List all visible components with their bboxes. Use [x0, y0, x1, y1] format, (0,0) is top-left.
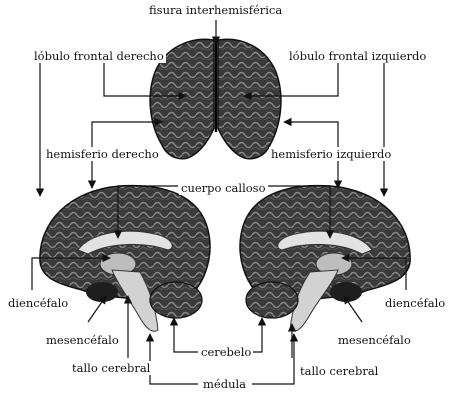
arrow-medulla-right — [252, 333, 299, 385]
leader-lines — [31, 20, 407, 385]
arrow-hemi-left — [283, 117, 339, 150]
midbrain-shadow-right — [330, 282, 362, 302]
label-diencephalon-right: diencéfalo — [383, 296, 448, 310]
label-interhemispheric-fissure: fisura interhemisférica — [147, 3, 285, 17]
label-medulla: médula — [201, 377, 249, 391]
label-corpus-callosum: cuerpo calloso — [179, 181, 268, 195]
arrow-dien-left — [31, 253, 111, 290]
arrow-corpus-left — [113, 185, 178, 239]
cerebellum-left — [149, 281, 203, 319]
sagittal-brain-left — [39, 184, 211, 332]
label-midbrain-left: mesencéfalo — [44, 333, 121, 347]
cerebellum-right — [245, 281, 299, 319]
arrow-frontal-right — [103, 62, 187, 101]
brainstem-left — [111, 269, 159, 332]
arrow-medulla-left — [145, 333, 198, 385]
left-hemisphere-front — [217, 38, 282, 160]
cortex-right — [239, 184, 411, 308]
frontal-brain-view — [149, 38, 282, 160]
arrow-mes-left — [87, 295, 107, 323]
cortex-left — [39, 184, 211, 308]
arrow-hemi-right — [91, 117, 163, 150]
label-midbrain-right: mesencéfalo — [336, 333, 413, 347]
midbrain-shadow-left — [86, 282, 118, 302]
label-diencephalon-left: diencéfalo — [6, 296, 71, 310]
label-frontal-lobe-left: lóbulo frontal izquierdo — [287, 49, 429, 63]
arrow-frontal-left — [243, 62, 339, 101]
label-hemisphere-left: hemisferio izquierdo — [269, 147, 394, 161]
label-hemisphere-right: hemisferio derecho — [44, 147, 161, 161]
arrow-mes-right — [343, 295, 363, 323]
label-brainstem-left: tallo cerebral — [70, 361, 153, 375]
corpus-callosum-left — [77, 230, 173, 255]
arrow-cerebellum-left — [169, 317, 198, 353]
brainstem-right — [289, 269, 339, 332]
arrow-cerebellum-right — [250, 317, 267, 353]
corpus-callosum-right — [277, 230, 373, 255]
arrow-dien-right — [341, 253, 407, 290]
label-brainstem-right: tallo cerebral — [298, 364, 381, 378]
label-cerebellum: cerebelo — [199, 345, 254, 359]
sagittal-brain-right — [239, 184, 411, 332]
arrow-corpus-right — [268, 185, 335, 239]
label-frontal-lobe-right: lóbulo frontal derecho — [32, 49, 166, 63]
